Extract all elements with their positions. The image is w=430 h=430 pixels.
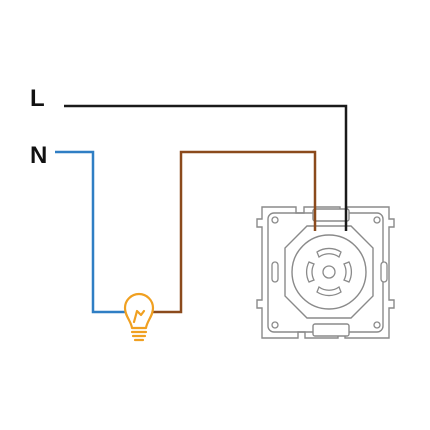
top-terminal-block [312, 208, 350, 222]
bottom-terminal-block [312, 323, 350, 337]
screw-hole [271, 216, 279, 224]
right-mounting-slot [380, 261, 388, 283]
live-terminal-label: L [30, 85, 45, 112]
rotary-knob-ring [291, 234, 367, 310]
screw-hole [373, 216, 381, 224]
neutral-terminal-label: N [30, 142, 47, 169]
live-wire [64, 104, 348, 231]
left-mounting-slot [271, 261, 279, 283]
switched-wire [152, 150, 317, 314]
light-bulb-icon [123, 292, 155, 342]
switch-insert [256, 206, 395, 339]
screw-hole [373, 321, 381, 329]
screw-hole [271, 321, 279, 329]
rotary-knob [305, 247, 353, 297]
neutral-wire [55, 150, 126, 314]
